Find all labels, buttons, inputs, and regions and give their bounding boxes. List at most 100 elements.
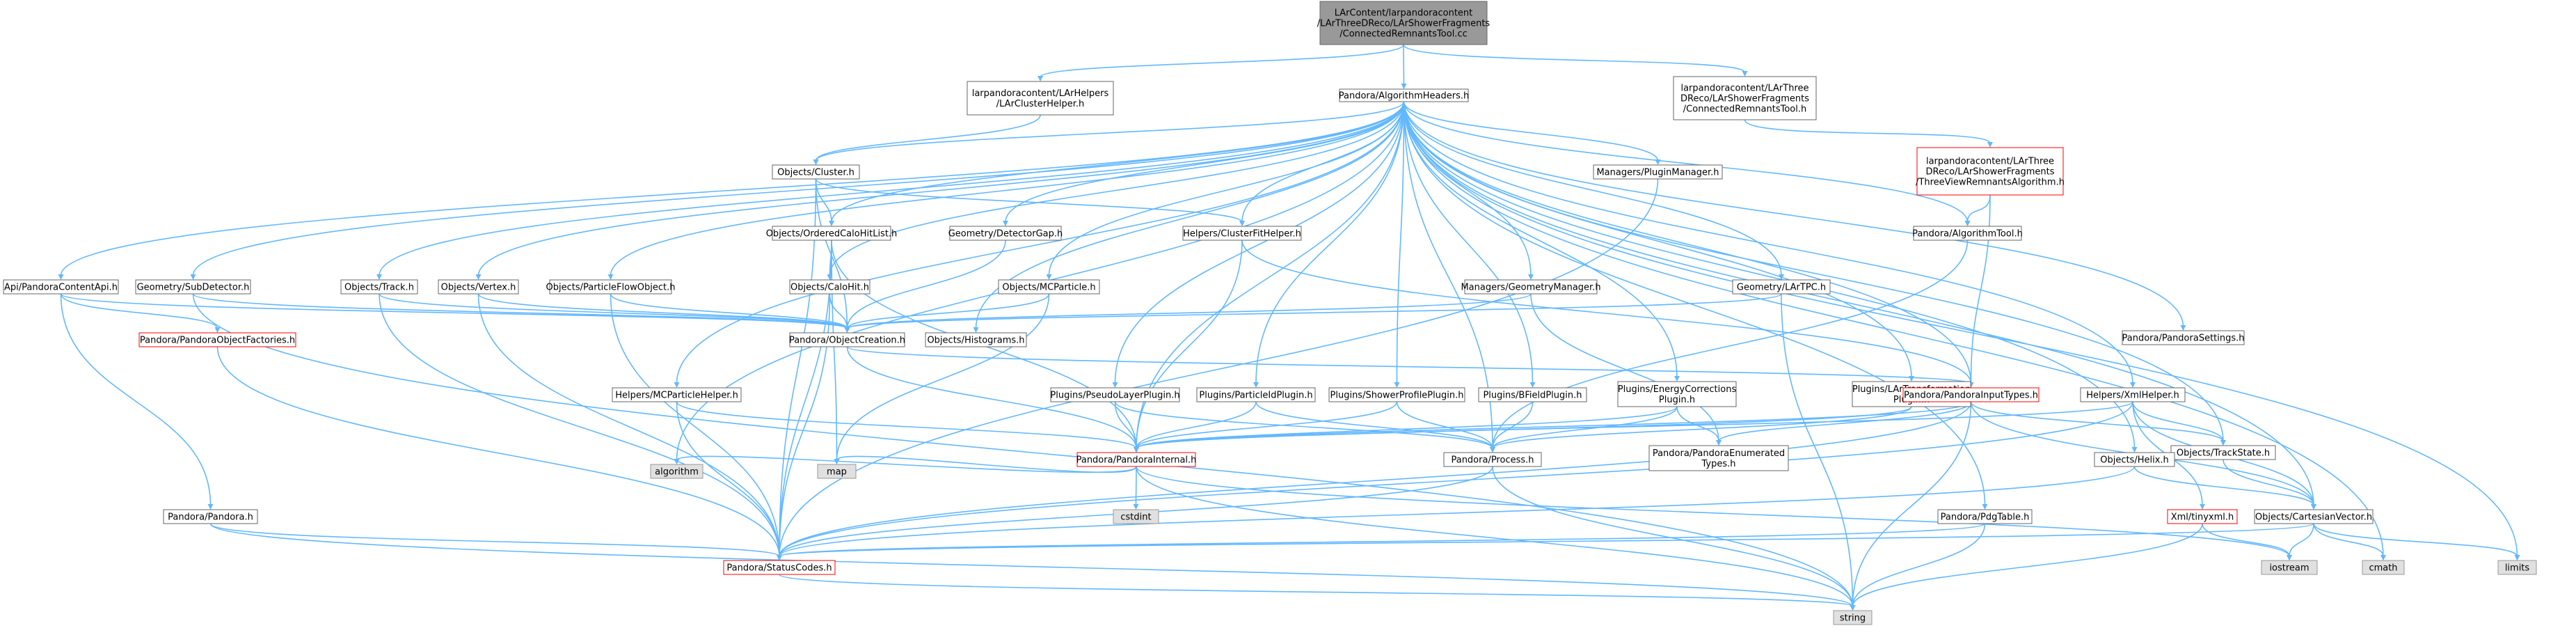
node-label: Xml/tinyxml.h [2171,512,2234,523]
node-pandora-content-api[interactable]: Api/PandoraContentApi.h [3,279,119,295]
node-box [2122,330,2245,345]
node-box [1113,509,1159,524]
dependency-edge [1403,101,2184,327]
dependency-edge [1403,101,1986,506]
node-box [2094,452,2175,467]
node-tinyxml[interactable]: Xml/tinyxml.h [2167,509,2238,524]
node-box [1916,147,2064,196]
dependency-edge [1403,101,2384,557]
dependency-edge [1136,406,1678,449]
dependency-edge [1492,466,1854,607]
edge-arrowhead [1037,76,1043,81]
node-label: Plugins/ParticleIdPlugin.h [1199,391,1312,401]
dependency-edge [209,523,780,557]
edges-layer [58,44,2520,611]
node-label: Geometry/DetectorGap.h [948,229,1063,240]
dependency-edge [2313,523,2384,557]
node-conn-remnants-tool-h[interactable]: larpandoracontent/LArThreeDReco/LArShowe… [1673,76,1817,120]
node-box [1076,452,1196,467]
node-box [772,164,860,180]
node-xml-helper[interactable]: Helpers/XmlHelper.h [2080,387,2186,402]
node-geometry-manager[interactable]: Managers/GeometryManager.h [1461,279,1601,295]
edge-arrowhead [1394,382,1400,388]
dependency-edge [477,293,848,329]
node-obj-track[interactable]: Objects/Track.h [340,279,418,295]
node-three-view-remnants[interactable]: larpandoracontent/LArThreeDReco/LArShowe… [1916,147,2065,196]
node-label: /LArClusterHelper.h [996,99,1084,109]
node-label: Pandora/PandoraObjectFactories.h [140,336,295,346]
node-label: Plugins/EnergyCorrections [1618,384,1737,395]
edge-arrowhead [2200,504,2205,510]
dependency-edge [209,523,1854,607]
node-label: Objects/ParticleFlowObject.h [546,283,676,293]
node-obj-helix[interactable]: Objects/Helix.h [2094,452,2175,467]
node-map: map [817,464,857,479]
node-pseudo-layer-plugin[interactable]: Plugins/PseudoLayerPlugin.h [1050,387,1180,402]
node-label: Types.h [1701,459,1735,469]
node-algorithm-tool[interactable]: Pandora/AlgorithmTool.h [1912,226,2023,241]
node-plugin-manager[interactable]: Managers/PluginManager.h [1593,164,1723,180]
node-pandora-object-factories[interactable]: Pandora/PandoraObjectFactories.h [138,332,296,347]
node-b-field-plugin[interactable]: Plugins/BFieldPlugin.h [1478,387,1587,402]
node-lar-t-p-c[interactable]: Geometry/LArTPC.h [1732,279,1831,295]
node-label: Objects/TrackState.h [2177,448,2270,459]
edge-arrowhead [2130,382,2136,388]
node-pandora-internal[interactable]: Pandora/PandoraInternal.h [1076,452,1197,467]
node-pandora-input-types[interactable]: Pandora/PandoraInputTypes.h [1902,387,2040,402]
dependency-edge [1966,194,1991,223]
node-obj-cluster[interactable]: Objects/Cluster.h [772,164,860,180]
dependency-edge [2202,523,2290,557]
node-box [612,387,742,402]
node-cluster-fit-helper[interactable]: Helpers/ClusterFitHelper.h [1182,226,1302,241]
edge-arrowhead [813,159,819,165]
node-cartesian-vector[interactable]: Objects/CartesianVector.h [2254,509,2374,524]
dependency-edge [1135,466,1137,506]
node-ordered-calo-hit-list[interactable]: Objects/OrderedCaloHitList.h [766,226,898,241]
node-particle-flow-object[interactable]: Objects/ParticleFlowObject.h [546,279,676,295]
node-cstdint: cstdint [1113,509,1159,524]
dependency-edge [379,293,780,557]
node-label: Geometry/SubDetector.h [137,283,250,293]
node-label: Plugins/BFieldPlugin.h [1483,391,1582,401]
node-box [1328,387,1465,402]
dependency-edge [836,293,1050,461]
node-particle-id-plugin[interactable]: Plugins/ParticleIdPlugin.h [1196,387,1316,402]
node-object-creation[interactable]: Pandora/ObjectCreation.h [789,332,905,347]
node-pdg-table[interactable]: Pandora/PdgTable.h [1937,509,2033,524]
node-label: DReco/LArShowerFragments [1680,94,1809,104]
node-status-codes[interactable]: Pandora/StatusCodes.h [723,560,836,575]
node-pandora-settings[interactable]: Pandora/PandoraSettings.h [2122,330,2245,345]
edge-arrowhead [607,274,614,280]
node-box [438,279,519,295]
node-detector-gap[interactable]: Geometry/DetectorGap.h [948,226,1063,241]
node-alg-headers[interactable]: Pandora/AlgorithmHeaders.h [1339,88,1470,102]
node-obj-histograms[interactable]: Objects/Histograms.h [925,332,1027,347]
edge-arrowhead [58,274,64,280]
node-box [1673,76,1817,120]
node-pandora-h[interactable]: Pandora/Pandora.h [163,509,258,524]
node-box [2261,560,2318,575]
node-mc-particle-helper[interactable]: Helpers/MCParticleHelper.h [612,387,742,402]
node-box [1833,610,1873,625]
node-obj-vertex[interactable]: Objects/Vertex.h [438,279,519,295]
dependency-edge [2223,459,2314,506]
dependency-edge [1530,293,1719,442]
dependency-edge [1970,194,1991,384]
node-root[interactable]: LArContent/larpandoracontent/LArThreeDRe… [1317,1,1490,45]
node-cluster-helper[interactable]: larpandoracontent/LArHelpers/LArClusterH… [967,81,1114,116]
dependency-edge [846,346,1972,384]
node-obj-track-state[interactable]: Objects/TrackState.h [2170,445,2276,460]
dependency-edge [1492,406,1912,449]
node-shower-profile-plugin[interactable]: Plugins/ShowerProfilePlugin.h [1328,387,1465,402]
node-label: cmath [2369,563,2397,574]
node-obj-calo-hit[interactable]: Objects/CaloHit.h [789,279,870,295]
node-label: /LArThreeDReco/LArShowerFragments [1317,19,1490,29]
node-obj-m-c-particle[interactable]: Objects/MCParticle.h [998,279,1100,295]
edge-arrowhead [2131,447,2138,453]
node-pandora-process[interactable]: Pandora/Process.h [1443,452,1542,467]
node-sub-detector[interactable]: Geometry/SubDetector.h [135,279,251,295]
edge-arrowhead [214,327,221,333]
edge-arrowhead [844,327,850,333]
